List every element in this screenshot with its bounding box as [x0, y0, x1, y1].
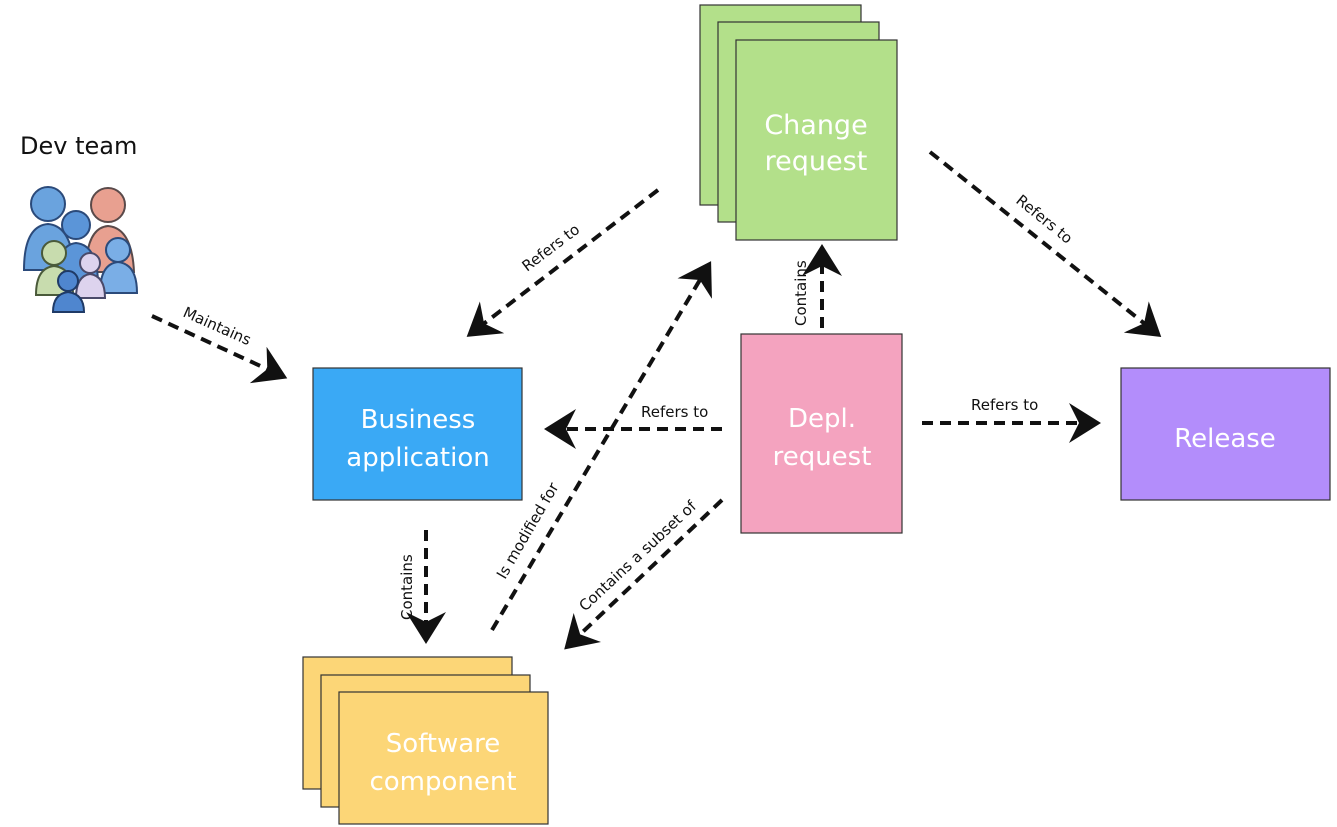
software-component-label-line2: component [369, 767, 516, 797]
depl-request-node: Depl. request [740, 333, 903, 534]
dr-subset-sc-label: Contains a subset of [575, 497, 700, 615]
depl-request-label-line1: Depl. [788, 404, 856, 434]
release-node: Release [1120, 367, 1331, 501]
release-label: Release [1174, 424, 1276, 454]
dr-refers-ba-label: Refers to [641, 403, 708, 421]
cr-refers-release-label: Refers to [1012, 191, 1076, 247]
change-request-label-line1: Change [764, 110, 867, 141]
business-application-label-line1: Business [361, 405, 476, 435]
business-application-label-line2: application [346, 443, 489, 473]
software-component-label-line1: Software [386, 729, 501, 759]
change-request-node: Change request [699, 4, 898, 241]
dr-subset-sc-arrow [564, 498, 724, 650]
cr-refers-release-arrow [928, 150, 1162, 337]
people-group-icon [22, 186, 139, 313]
software-component-node: Software component [302, 656, 549, 825]
dr-contains-cr-label: Contains [792, 260, 810, 326]
depl-request-label-line2: request [773, 442, 872, 472]
cr-refers-ba-arrow [466, 188, 660, 337]
change-request-label-line2: request [765, 146, 868, 177]
business-application-node: Business application [312, 367, 523, 501]
dev-team-label: Dev team [20, 132, 137, 160]
sc-modified-for-cr-arrow [490, 261, 712, 632]
maintains-label: Maintains [180, 303, 254, 349]
maintains-arrow [151, 314, 288, 384]
dr-refers-release-label: Refers to [971, 396, 1038, 414]
ba-contains-sc-label: Contains [398, 554, 416, 620]
cr-refers-ba-label: Refers to [519, 220, 584, 275]
